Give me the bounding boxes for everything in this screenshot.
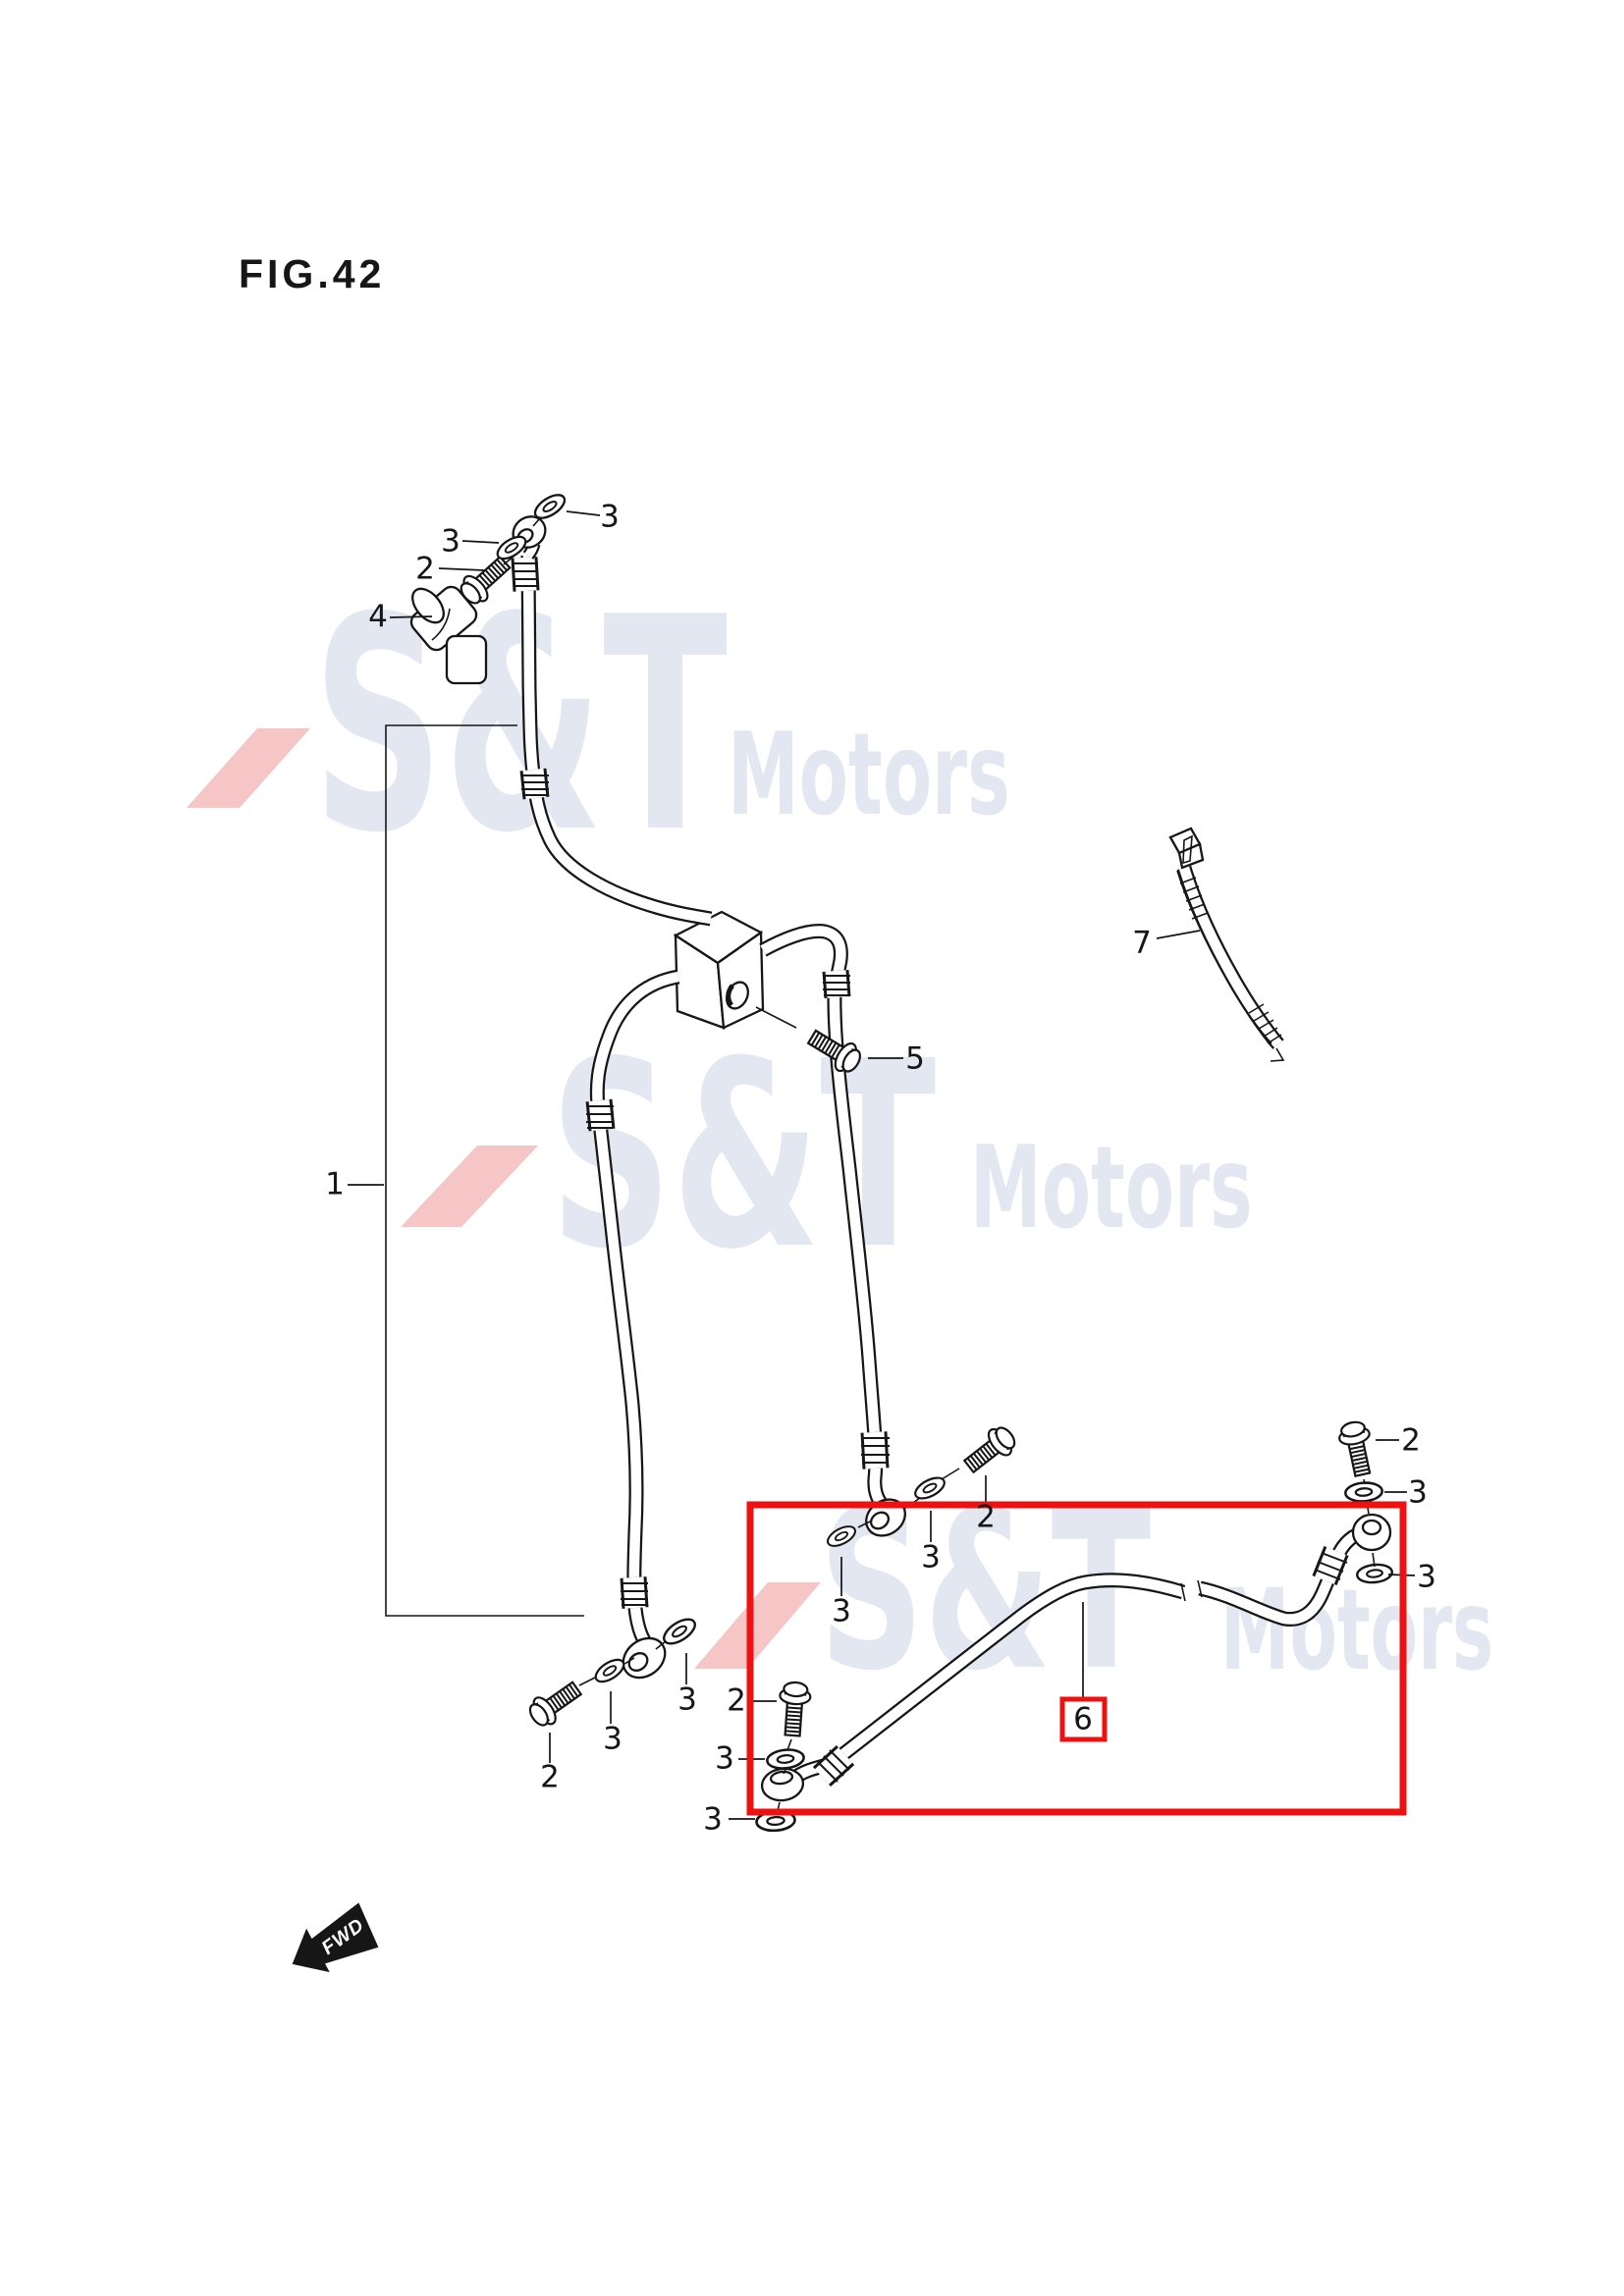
brake-hose-junction-block [673,910,765,1030]
part-callout-3: 3 [603,1721,623,1757]
banjo-bolt-part6-left [776,1680,813,1738]
part-callout-6: 6 [1073,1701,1093,1737]
part-callout-3: 3 [703,1801,723,1838]
part-callout-3: 3 [921,1539,941,1575]
part-callout-3: 3 [1408,1474,1428,1511]
front-brake-hose-upper [520,555,713,927]
part7-cable-tie [1168,827,1285,1062]
part-callout-2: 2 [1401,1422,1421,1459]
watermark-swoosh [187,728,310,808]
watermark-swoosh [401,1146,538,1227]
part-callout-2: 2 [415,551,435,587]
banjo-fitting-part6-right [1351,1513,1392,1552]
watermark-motors-text: Motors [728,708,1010,840]
part-callout-7: 7 [1132,925,1152,961]
watermark-motors-text: Motors [970,1121,1253,1254]
figure-title: FIG.42 [239,251,386,296]
part-callout-1: 1 [325,1166,345,1202]
part1-bracket [348,724,584,1617]
part-callout-2: 2 [727,1682,746,1719]
banjo-bolt-left-bottom [523,1675,587,1733]
banjo-fitting-part6-left [760,1767,805,1802]
watermark-swoosh [694,1582,821,1669]
part-callout-3: 3 [441,523,460,560]
part-callout-3: 3 [1417,1559,1436,1595]
part-callout-3: 3 [832,1593,851,1629]
watermark-st-text: S&T [312,554,728,897]
watermark-top: S&T Motors [187,554,1010,897]
watermark-motors-text: Motors [1220,1566,1493,1695]
hose-crimp-fittings [511,557,1349,1787]
callout-leader-lines [389,510,1416,1820]
part-callout-5: 5 [905,1041,925,1077]
banjo-bolt-part6-right [1335,1417,1379,1479]
highlight-region-part6 [746,1501,1407,1816]
part-callout-3: 3 [600,499,620,535]
part-callout-3: 3 [677,1682,697,1718]
part-callout-4: 4 [368,599,388,635]
part-callout-2: 2 [976,1499,996,1535]
highlight-label-box [1059,1696,1108,1742]
fwd-direction-arrow: FWD [292,1902,379,1973]
part-callout-2: 2 [540,1759,560,1795]
part-callout-3: 3 [715,1740,734,1777]
